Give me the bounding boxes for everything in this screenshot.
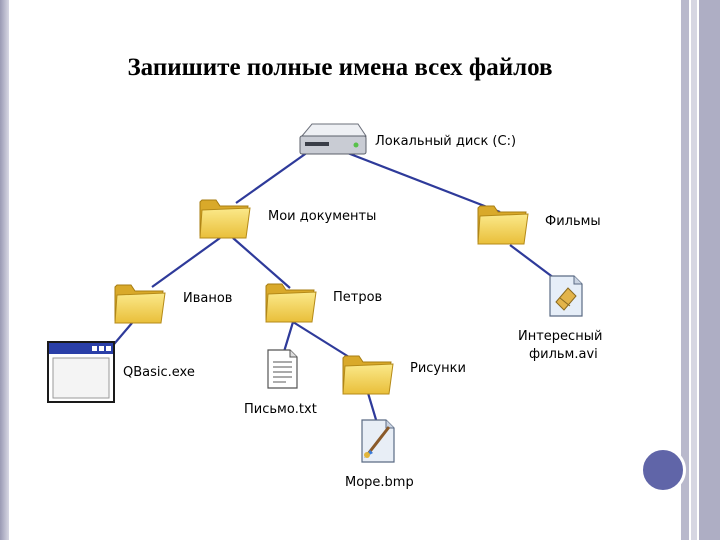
- file-qbasic[interactable]: QBasic.exe: [47, 341, 195, 403]
- folder-icon: [265, 283, 317, 323]
- folder-ivanov[interactable]: Иванов: [114, 284, 232, 324]
- folder-films[interactable]: Фильмы: [477, 205, 601, 245]
- folder-ivanov-label: Иванов: [183, 291, 232, 306]
- file-letter[interactable]: Письмо.txt: [244, 349, 317, 417]
- slide-title: Запишите полные имена всех файлов: [127, 54, 553, 81]
- slide-frame-right-outer: [699, 0, 720, 540]
- folder-icon: [342, 355, 394, 395]
- slide-frame-right: [681, 0, 689, 540]
- folder-pictures-label: Рисунки: [410, 361, 466, 376]
- folder-pictures[interactable]: Рисунки: [342, 355, 466, 395]
- slide-frame-left: [0, 0, 9, 540]
- hard-drive-icon: [299, 123, 367, 155]
- slide-frame-right-inner: [691, 0, 697, 540]
- folder-icon: [477, 205, 529, 245]
- folder-films-label: Фильмы: [545, 214, 601, 229]
- file-movie[interactable]: Интересный фильм.avi: [518, 275, 602, 362]
- folder-petrov-label: Петров: [333, 290, 382, 305]
- text-file-icon: [267, 349, 298, 389]
- folder-my-documents[interactable]: Мои документы: [199, 199, 376, 239]
- tree-edges: [91, 150, 563, 424]
- folder-icon: [114, 284, 166, 324]
- folder-petrov[interactable]: Петров: [265, 283, 382, 323]
- disk-node[interactable]: Локальный диск (C:): [299, 123, 516, 155]
- video-file-icon: [549, 275, 583, 317]
- file-movie-label-line1: Интересный: [518, 329, 602, 344]
- file-letter-label: Письмо.txt: [244, 402, 317, 417]
- image-file-icon: [361, 419, 395, 463]
- decorative-circle: [640, 447, 686, 493]
- file-qbasic-label: QBasic.exe: [123, 365, 195, 380]
- application-window-icon: [47, 341, 115, 403]
- folder-icon: [199, 199, 251, 239]
- file-movie-label-line2: фильм.avi: [529, 347, 598, 362]
- file-sea-label: Море.bmp: [345, 475, 414, 490]
- file-sea[interactable]: Море.bmp: [345, 419, 414, 490]
- file-tree-diagram: Локальный диск (C:) Мои документы Фильмы…: [47, 123, 602, 490]
- folder-my-documents-label: Мои документы: [268, 209, 376, 224]
- disk-label: Локальный диск (C:): [375, 134, 516, 149]
